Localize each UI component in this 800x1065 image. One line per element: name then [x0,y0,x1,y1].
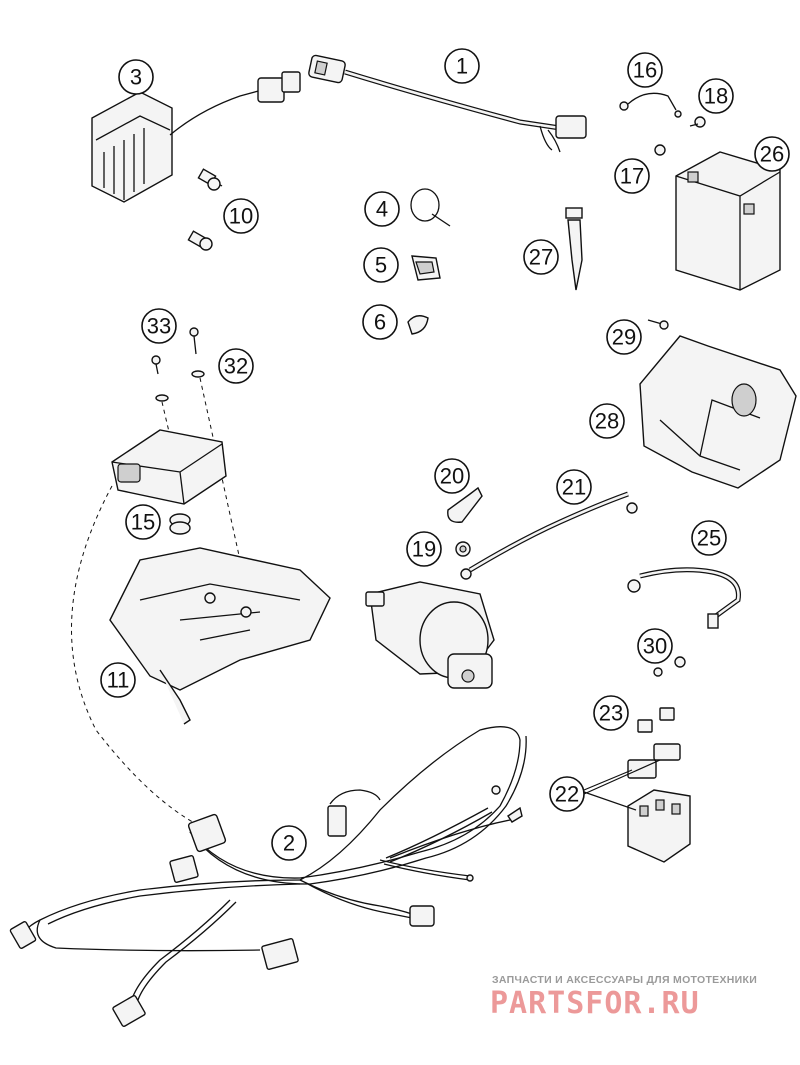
callout-10-label: 10 [229,204,253,229]
part-ground-cable [627,567,741,629]
callout-11: 11 [100,662,136,698]
callout-19-label: 19 [412,537,436,562]
ecu-harness-dashed-link [71,485,201,827]
part-holder-bracket [109,547,331,725]
callout-18-label: 18 [704,84,728,109]
callout-28: 28 [589,403,625,439]
callout-25-label: 25 [697,526,721,551]
callout-3-label: 3 [130,65,142,90]
callout-10: 10 [223,198,259,234]
callout-17: 17 [614,158,650,194]
part-relays [627,743,691,863]
part-ecu [111,429,227,505]
callout-26: 26 [754,136,790,172]
part-small-clips [407,188,451,335]
part-battery [675,151,781,291]
callout-30-label: 30 [643,634,667,659]
callout-1: 1 [444,48,480,84]
callout-15-label: 15 [131,510,155,535]
part-grommet [169,513,191,535]
callout-28-label: 28 [595,409,619,434]
callout-16: 16 [627,52,663,88]
callout-33-label: 33 [147,314,171,339]
callout-5: 5 [363,247,399,283]
callout-23-label: 23 [599,701,623,726]
part-starter-cable [460,491,638,580]
callout-25: 25 [691,520,727,556]
part-screw [653,656,686,677]
part-starter-motor [365,581,495,689]
part-wiring-lead [308,54,587,153]
callout-17-label: 17 [620,164,644,189]
callout-27: 27 [523,239,559,275]
callout-15: 15 [125,504,161,540]
callout-32-label: 32 [224,354,248,379]
watermark-logo: PARTSFOR.RU [490,986,700,1021]
watermark-tagline: ЗАПЧАСТИ И АКСЕССУАРЫ ДЛЯ МОТОТЕХНИКИ [492,974,758,986]
callout-23: 23 [593,695,629,731]
callout-26-label: 26 [760,142,784,167]
callout-18: 18 [698,78,734,114]
callout-22-label: 22 [555,782,579,807]
callout-19: 19 [406,531,442,567]
callout-20-label: 20 [440,464,464,489]
part-main-harness [9,726,527,1027]
callout-21-label: 21 [562,475,586,500]
callout-16-label: 16 [633,58,657,83]
callout-21: 21 [556,469,592,505]
part-battery-box [639,319,797,489]
callout-27-label: 27 [529,245,553,270]
callout-20: 20 [434,458,470,494]
callout-29: 29 [606,319,642,355]
callout-2: 2 [271,825,307,861]
callout-6-label: 6 [374,310,386,335]
callout-30: 30 [637,628,673,664]
callout-11-label: 11 [107,668,130,693]
callout-32: 32 [218,348,254,384]
part-nut-cap [447,486,483,557]
callout-5-label: 5 [375,253,387,278]
part-bolts [187,168,223,251]
callout-4: 4 [364,191,400,227]
callout-1-label: 1 [456,54,468,79]
callout-2-label: 2 [283,831,295,856]
callout-33: 33 [141,308,177,344]
callout-22: 22 [549,776,585,812]
part-fuses [637,707,675,733]
callout-4-label: 4 [376,197,388,222]
part-battery-cable [619,92,706,156]
callout-leaders [583,759,661,811]
part-regulator [91,71,301,203]
part-fuse-holder [565,207,583,291]
callout-6: 6 [362,304,398,340]
callout-29-label: 29 [612,325,636,350]
callout-3: 3 [118,59,154,95]
